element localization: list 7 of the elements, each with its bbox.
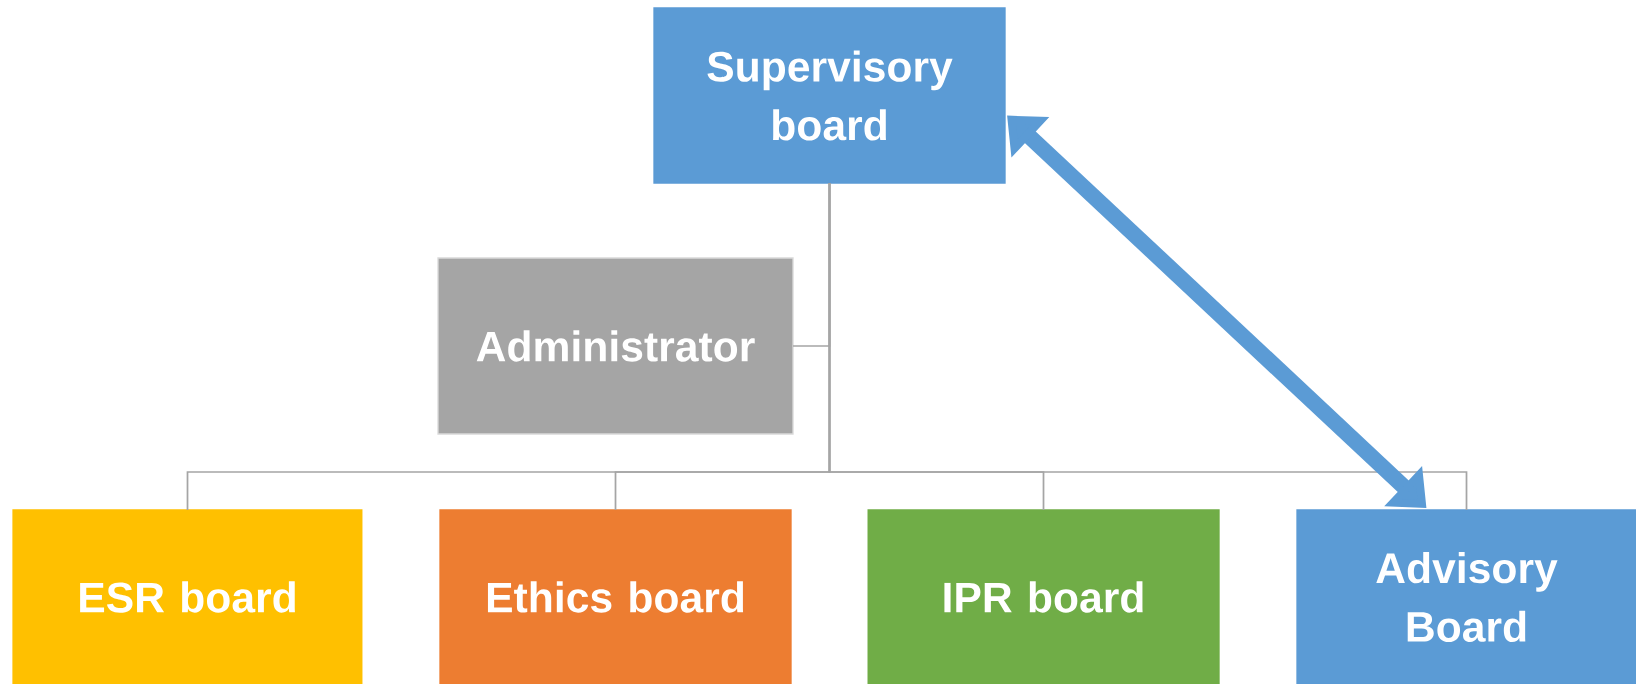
org-box: Administrator [437,257,794,435]
org-box: Advisory Board [1296,509,1636,684]
org-box: ESR board [12,509,363,684]
org-box: IPR board [867,509,1220,684]
org-box: Ethics board [439,509,792,684]
org-box: Supervisory board [653,7,1006,184]
connector-line [828,182,1468,511]
